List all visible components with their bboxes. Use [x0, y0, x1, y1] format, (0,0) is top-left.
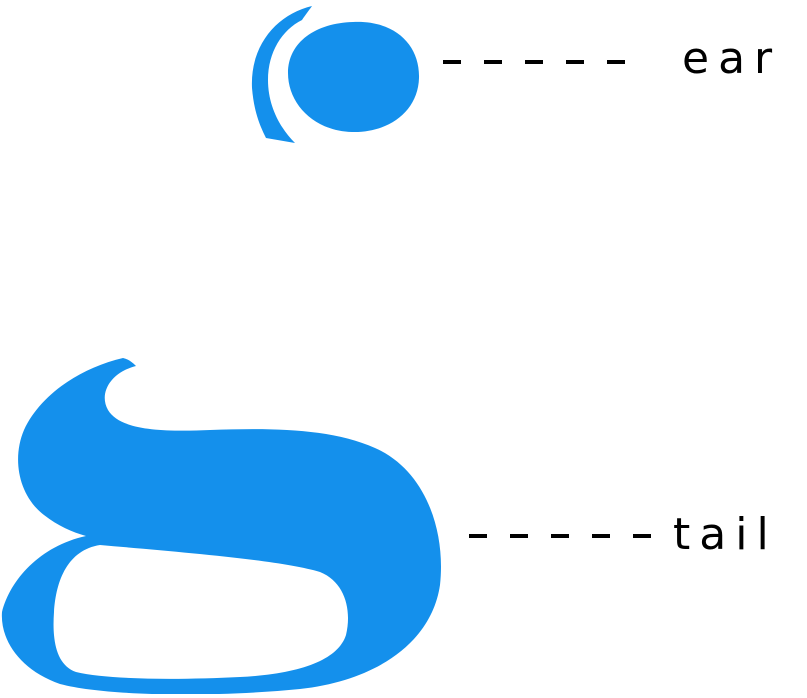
ear-ball	[288, 21, 420, 133]
tail-shape	[1, 358, 441, 695]
tail-label: tail	[673, 509, 778, 560]
ear-label: ear	[682, 33, 782, 84]
ear-shape	[251, 6, 420, 143]
tail-body	[1, 358, 441, 695]
ear-crescent	[251, 6, 312, 143]
